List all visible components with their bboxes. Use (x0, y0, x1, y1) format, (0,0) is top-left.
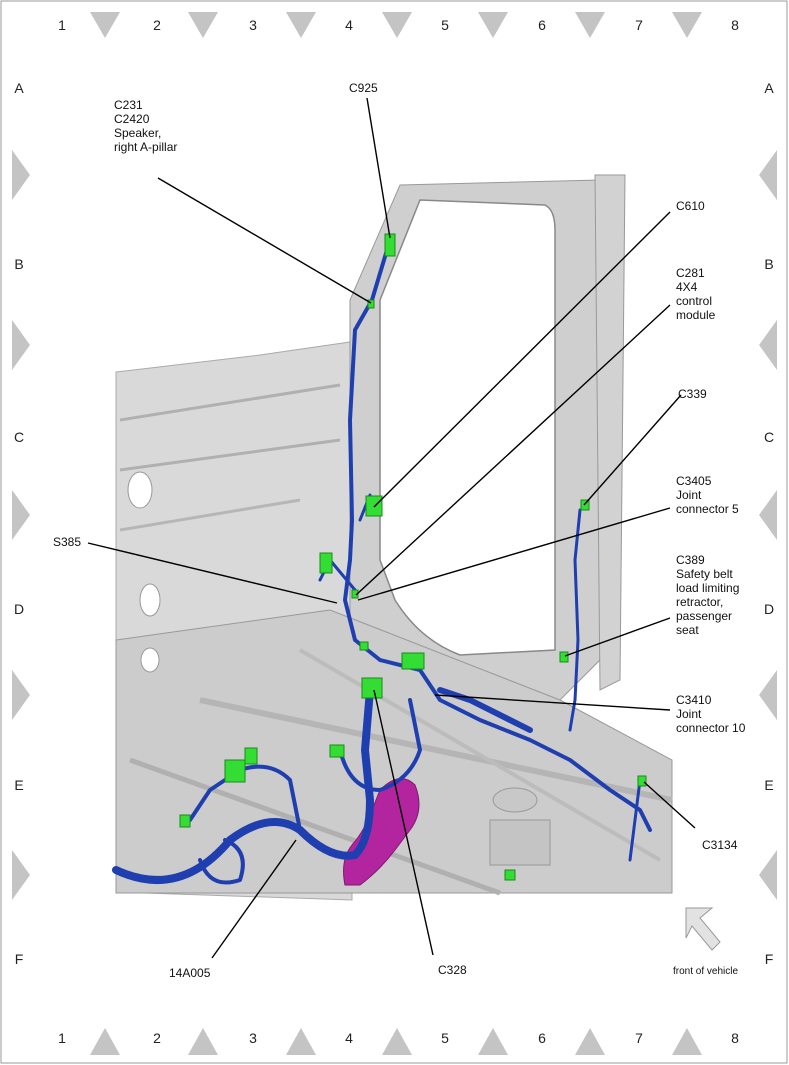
callout-c281-4x4-module: C281 4X4 control module (676, 266, 716, 322)
row-label-right-b: B (764, 256, 774, 272)
top-border-markers (90, 12, 702, 38)
row-label-right-a: A (764, 80, 774, 96)
row-label-left-c: C (13, 429, 25, 445)
column-label-top-2: 2 (153, 17, 161, 33)
column-label-top-5: 5 (441, 17, 449, 33)
callout-c339: C339 (678, 387, 707, 401)
callout-c3405-joint-connector: C3405 Joint connector 5 (676, 474, 739, 516)
column-label-bottom-8: 8 (731, 1030, 739, 1046)
callout-c3410-joint-connector: C3410 Joint connector 10 (676, 693, 746, 735)
callout-s385: S385 (53, 535, 82, 549)
column-label-top-4: 4 (345, 17, 353, 33)
column-label-top-1: 1 (58, 17, 66, 33)
row-label-left-a: A (14, 80, 24, 96)
column-label-bottom-7: 7 (635, 1030, 643, 1046)
callout-c3134: C3134 (702, 838, 738, 852)
column-label-top-8: 8 (731, 17, 739, 33)
column-label-bottom-6: 6 (538, 1030, 546, 1046)
row-label-left-b: B (14, 256, 24, 272)
leader-lines (87, 97, 696, 959)
callout-c389-safety-belt: C389 Safety belt load limiting retractor… (676, 553, 740, 637)
callout-14a005: 14A005 (169, 966, 211, 980)
row-label-left-e: E (14, 777, 24, 793)
front-of-vehicle-label: front of vehicle (673, 966, 739, 977)
front-of-vehicle-arrow (685, 907, 721, 951)
right-border-markers (759, 150, 777, 900)
row-label-right-e: E (764, 777, 774, 793)
column-label-top-7: 7 (635, 17, 643, 33)
row-label-left-f: F (14, 951, 24, 967)
column-label-bottom-2: 2 (153, 1030, 161, 1046)
column-label-top-6: 6 (538, 17, 546, 33)
column-label-bottom-5: 5 (441, 1030, 449, 1046)
column-label-bottom-1: 1 (58, 1030, 66, 1046)
column-label-bottom-4: 4 (345, 1030, 353, 1046)
callout-c925: C925 (349, 81, 378, 95)
left-border-markers (12, 150, 30, 900)
callout-c231-speaker: C231 C2420 Speaker, right A-pillar (114, 98, 178, 154)
column-label-top-3: 3 (249, 17, 257, 33)
callout-c610: C610 (676, 199, 705, 213)
row-label-right-c: C (763, 429, 775, 445)
row-label-left-d: D (13, 601, 25, 617)
bottom-border-markers (90, 1028, 702, 1055)
callout-c328: C328 (438, 963, 467, 977)
row-label-right-f: F (764, 951, 774, 967)
row-label-right-d: D (763, 601, 775, 617)
column-label-bottom-3: 3 (249, 1030, 257, 1046)
connectors (179, 233, 647, 881)
